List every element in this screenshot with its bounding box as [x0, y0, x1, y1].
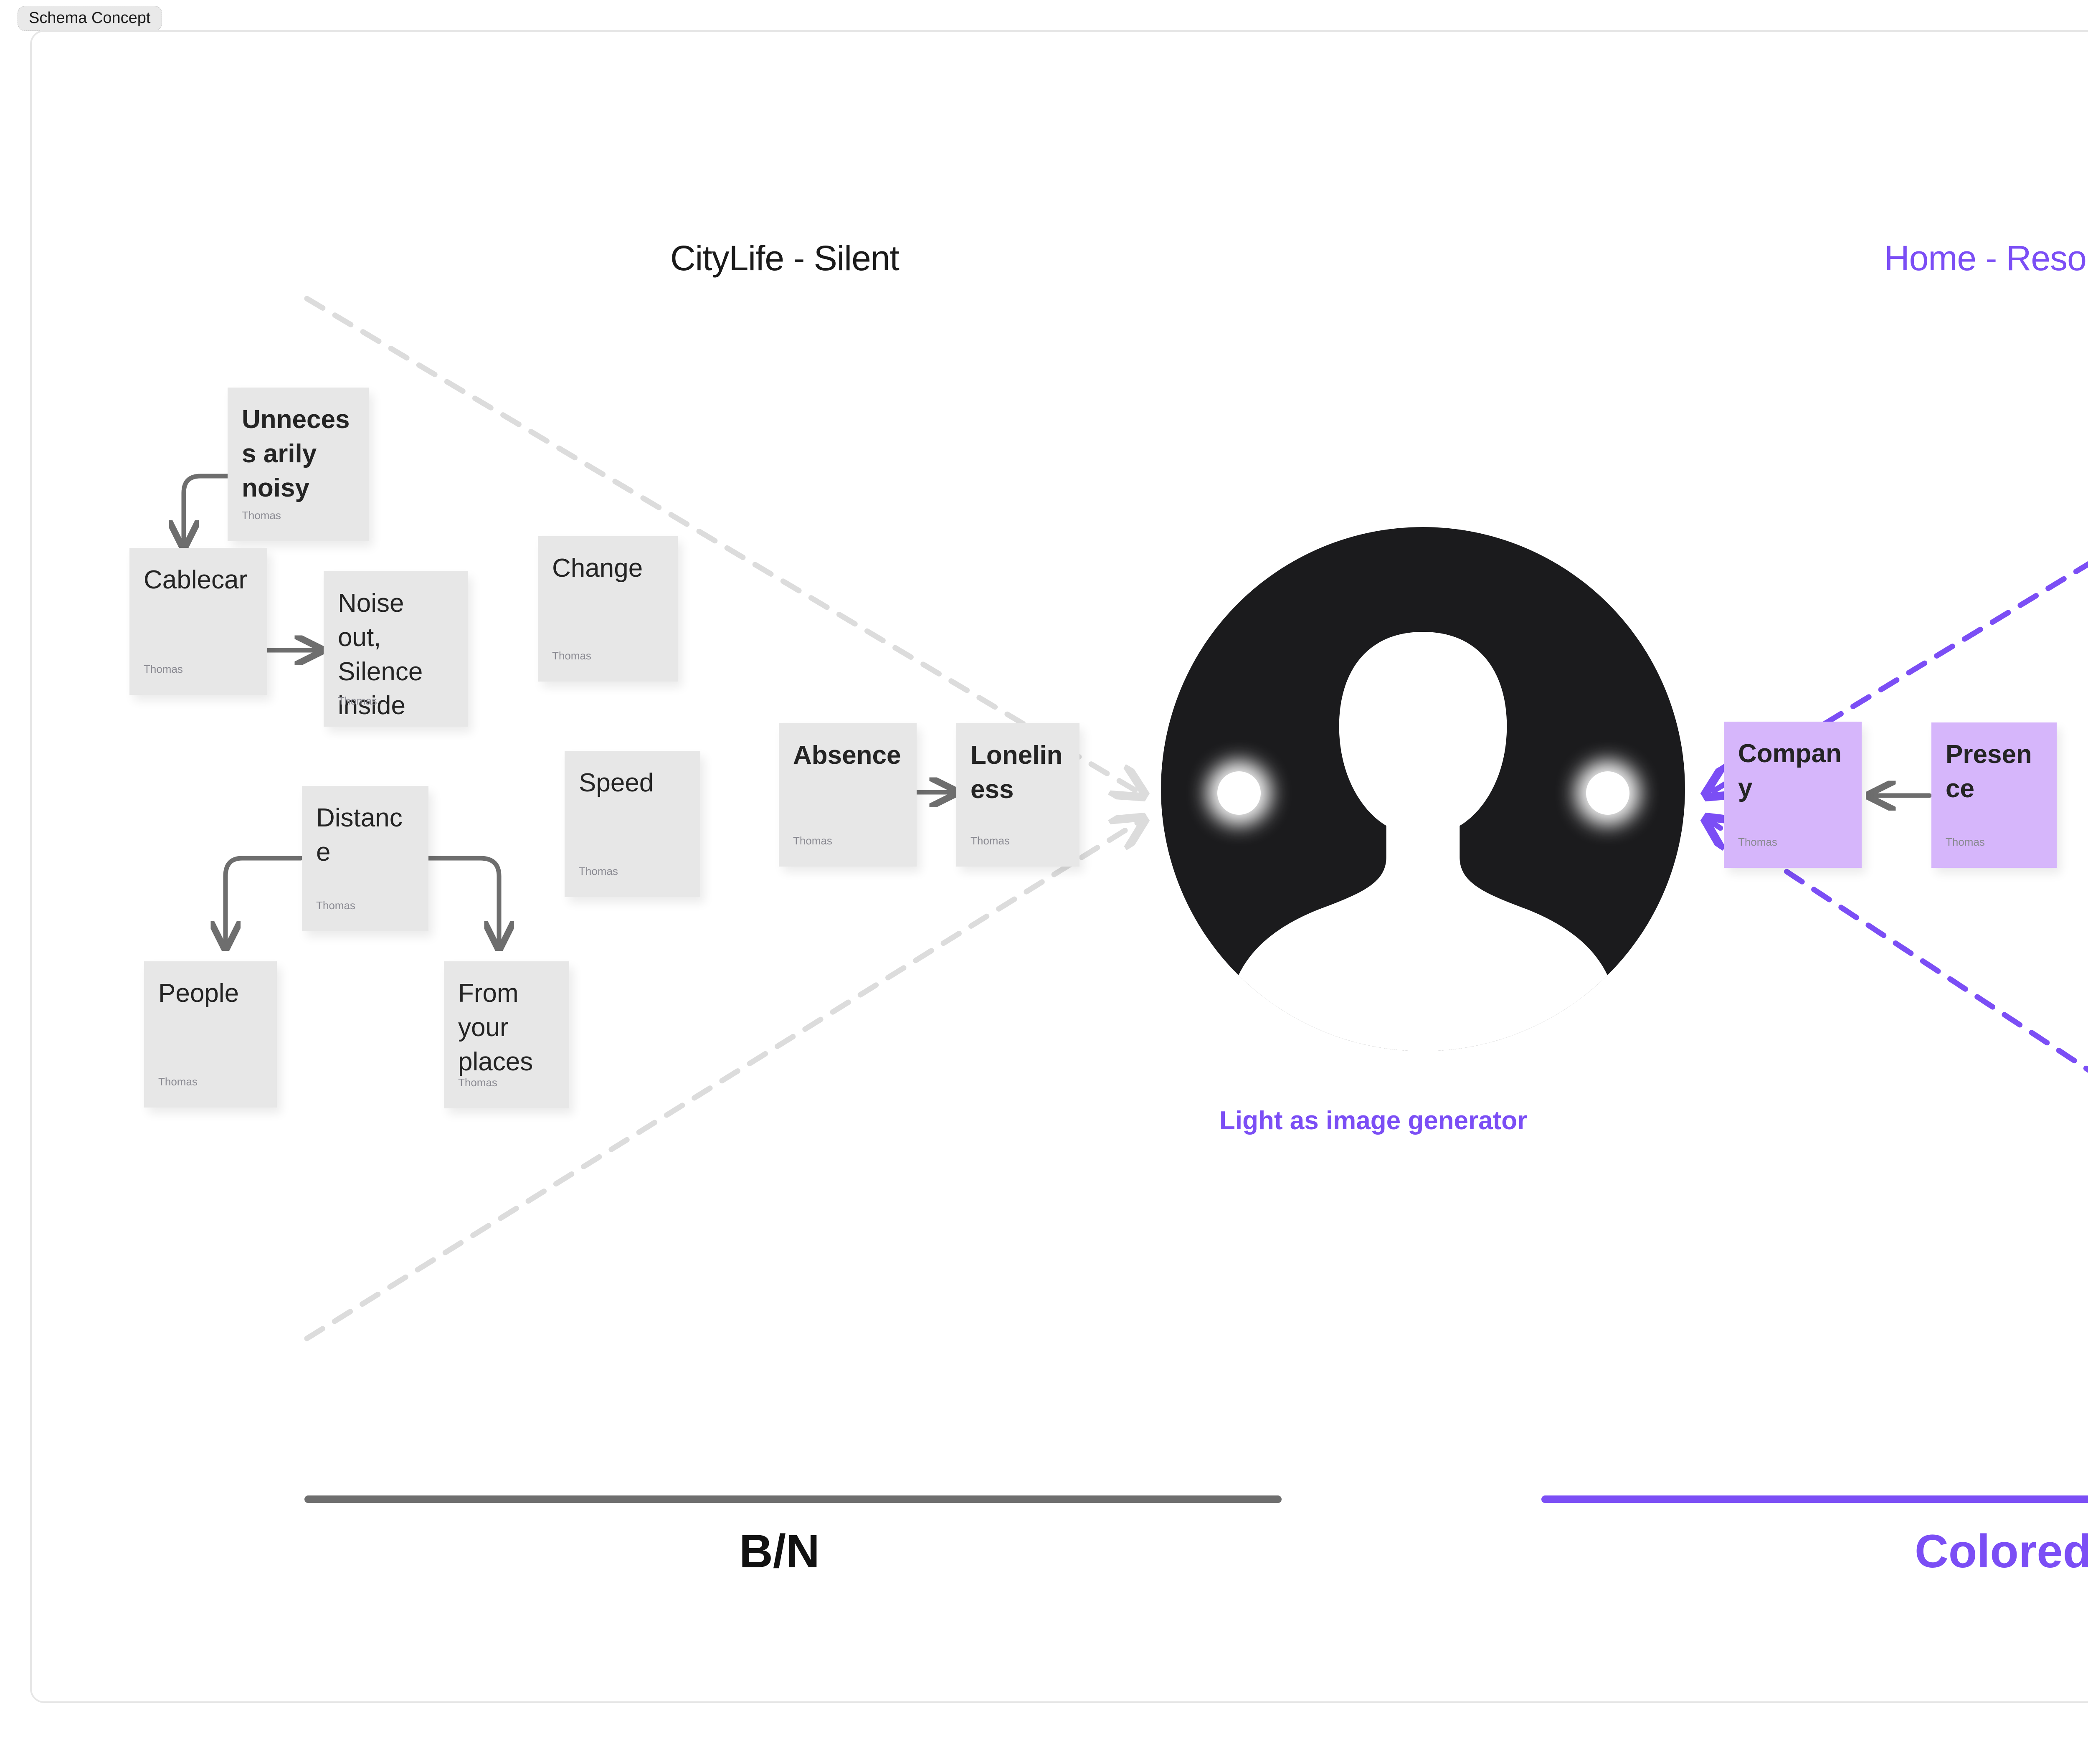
card-author: Thomas	[971, 834, 1010, 847]
card-text: Company	[1738, 739, 1842, 802]
legend-label-bn: B/N	[739, 1525, 820, 1577]
card-author: Thomas	[316, 899, 355, 912]
card-noise-out-silence-inside[interactable]: Noise out, Silence inside Thomas	[324, 571, 468, 727]
card-cablecar[interactable]: Cablecar Thomas	[129, 548, 267, 695]
card-author: Thomas	[242, 509, 281, 522]
card-author: Thomas	[1946, 836, 1985, 848]
card-presence[interactable]: Presence Thomas	[1931, 722, 2057, 868]
card-unnecessarily-noisy[interactable]: Unnecess arily noisy Thomas	[228, 388, 369, 541]
left-section-title: CityLife - Silent	[670, 238, 900, 278]
center-caption: Light as image generator	[1219, 1106, 1528, 1135]
card-author: Thomas	[158, 1075, 198, 1088]
light-dot-left	[1217, 771, 1261, 815]
card-author: Thomas	[579, 865, 618, 877]
card-text: People	[158, 979, 239, 1008]
card-text: Unnecess arily noisy	[242, 405, 350, 502]
card-text: Change	[552, 554, 643, 583]
card-text: Lonelin ess	[971, 741, 1063, 804]
card-text: Distance	[316, 803, 403, 867]
card-text: Speed	[579, 768, 654, 797]
card-text: Presence	[1946, 740, 2032, 803]
card-distance[interactable]: Distance Thomas	[302, 786, 428, 931]
card-text: Noise out, Silence inside	[338, 589, 423, 720]
light-dot-right	[1586, 771, 1629, 815]
card-author: Thomas	[552, 649, 591, 662]
card-text: From your places	[458, 979, 533, 1076]
right-section-title: Home - Resonant	[1884, 238, 2088, 278]
card-author: Thomas	[458, 1076, 497, 1089]
card-author: Thomas	[338, 694, 377, 707]
card-author: Thomas	[1738, 836, 1777, 848]
card-author: Thomas	[144, 663, 183, 675]
card-change[interactable]: Change Thomas	[538, 536, 678, 682]
card-loneliness[interactable]: Lonelin ess Thomas	[956, 723, 1079, 867]
card-people[interactable]: People Thomas	[144, 961, 277, 1108]
board-title-chip[interactable]: Schema Concept	[18, 6, 162, 31]
card-speed[interactable]: Speed Thomas	[565, 751, 700, 897]
card-author: Thomas	[793, 834, 832, 847]
legend-label-colored: Colored	[1915, 1525, 2088, 1577]
card-from-your-places[interactable]: From your places Thomas	[444, 961, 569, 1108]
card-company[interactable]: Company Thomas	[1724, 722, 1862, 868]
person-silhouette-icon	[1229, 632, 1617, 1051]
card-absence[interactable]: Absence Thomas	[779, 723, 917, 867]
card-text: Cablecar	[144, 565, 248, 594]
card-text: Absence	[793, 741, 901, 770]
